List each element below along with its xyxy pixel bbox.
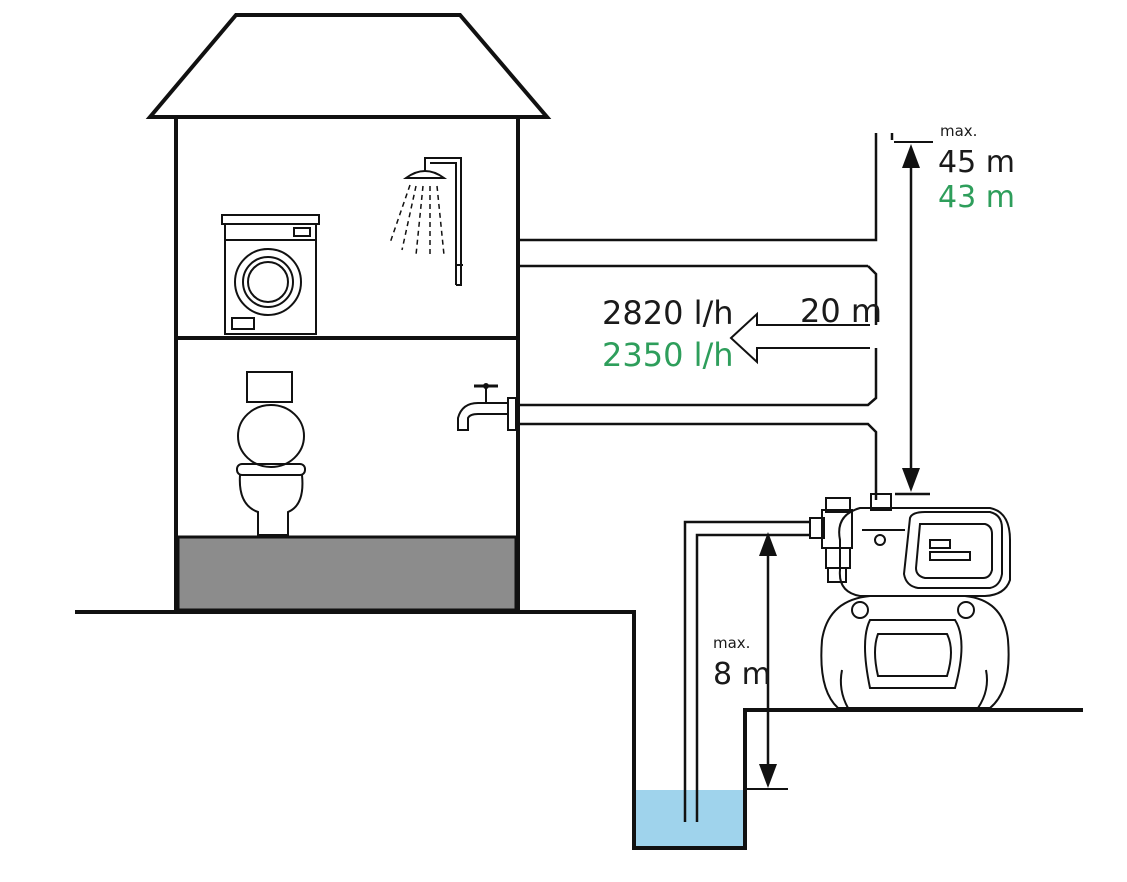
well-water-icon	[636, 790, 743, 846]
head-value-primary: 45 m	[938, 145, 1015, 180]
washing-machine-icon	[221, 214, 320, 335]
faucet-icon	[457, 383, 517, 431]
ground	[75, 610, 1083, 848]
house	[145, 13, 552, 613]
head-value-secondary: 43 m	[938, 180, 1015, 215]
flow-arrow-icon	[729, 311, 870, 365]
well	[632, 790, 747, 850]
suction-value: 8 m	[713, 657, 771, 692]
suction-depth-dimension	[745, 532, 788, 790]
ground-line-right	[743, 708, 1083, 848]
arrow-up-icon	[902, 144, 920, 168]
flow-value-secondary: 2350 l/h	[602, 336, 734, 374]
garden-pump-icon	[809, 493, 1011, 709]
well-basin	[632, 790, 747, 850]
ground-line-left	[75, 610, 636, 848]
suction-pipe	[683, 520, 810, 822]
shower-icon	[389, 157, 463, 286]
house-basement	[176, 535, 518, 612]
head-height-dimension	[894, 141, 933, 496]
arrow-down-icon	[759, 764, 777, 788]
flow-value-primary: 2820 l/h	[602, 294, 734, 332]
arrow-down-icon	[902, 468, 920, 492]
flow-height-label: 20 m	[800, 292, 882, 330]
house-supply-pipes	[518, 133, 894, 500]
arrow-up-icon	[759, 532, 777, 556]
suction-max-label: max.	[713, 634, 750, 652]
toilet-icon	[236, 371, 306, 536]
house-roof	[145, 13, 552, 119]
head-max-label: max.	[940, 122, 977, 140]
